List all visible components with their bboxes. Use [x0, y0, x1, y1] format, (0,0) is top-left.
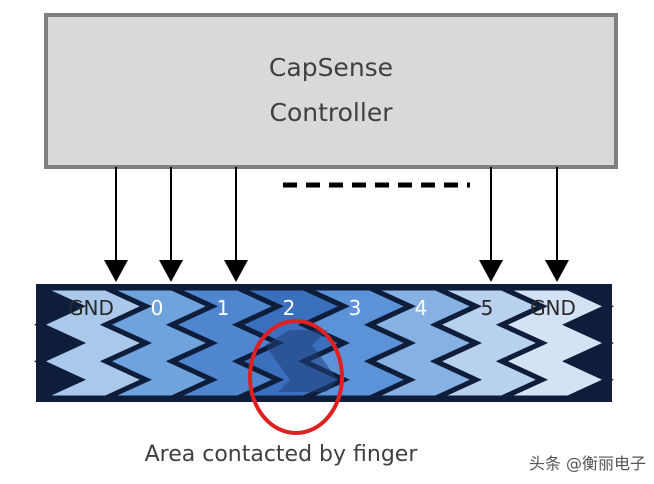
arrow-down-icon	[159, 260, 183, 282]
controller-title-line1: CapSense	[269, 53, 393, 82]
sensor-segment-7	[496, 285, 615, 401]
arrow-down-icon	[545, 260, 569, 282]
controller-title-line2: Controller	[270, 98, 394, 127]
controller-connections	[104, 167, 569, 282]
sensor-segment-label: 1	[217, 296, 230, 320]
arrow-down-icon	[104, 260, 128, 282]
sensor-segment-label: GND	[530, 296, 576, 320]
sensor-segment-label: 4	[415, 296, 428, 320]
finger-circle	[248, 319, 344, 435]
watermark: 头条 @衡丽电子	[529, 454, 646, 473]
sensor-segment-label: GND	[68, 296, 114, 320]
arrow-down-icon	[224, 260, 248, 282]
caption: Area contacted by finger	[145, 442, 419, 467]
sensor-segment-label: 0	[151, 296, 164, 320]
sensor-segment-label: 5	[481, 296, 494, 320]
capsense-controller-box: CapSense Controller	[44, 13, 618, 169]
arrow-down-icon	[479, 260, 503, 282]
sensor-segment-label: 2	[283, 296, 296, 320]
controller-rect	[44, 13, 618, 169]
sensor-segment-label: 3	[349, 296, 362, 320]
touch-shadow	[265, 330, 338, 392]
finger-contact-area	[248, 319, 344, 435]
